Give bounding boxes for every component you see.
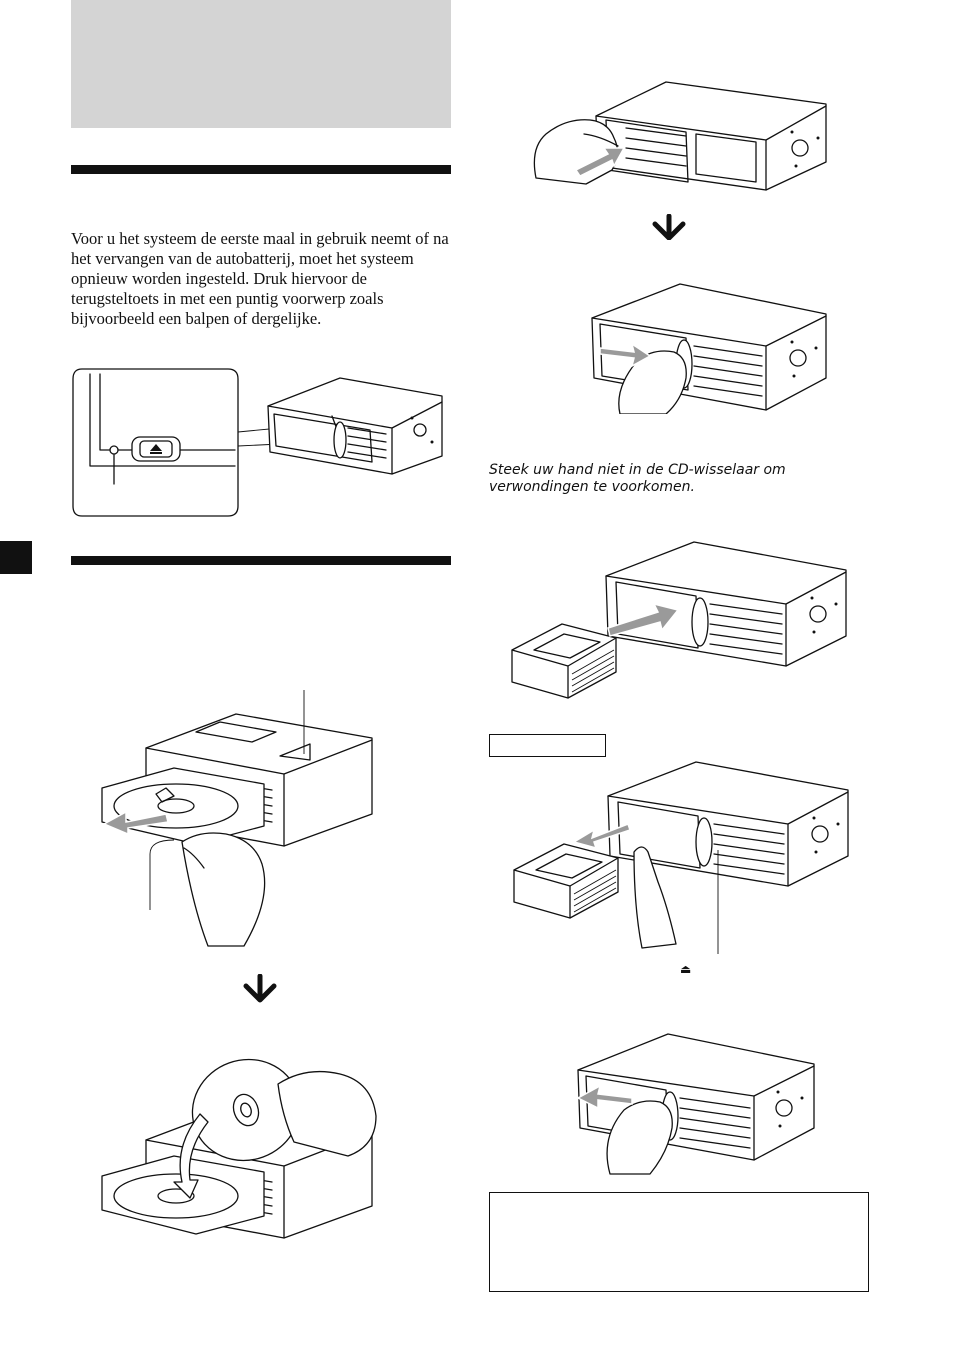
open-lid-illustration: [533, 81, 827, 191]
remove-magazine-label-box: [489, 734, 606, 757]
section-rule-reset: [71, 165, 451, 174]
close-lid-illustration: [576, 1033, 815, 1175]
down-arrow-icon: [652, 214, 686, 240]
down-arrow-icon: [243, 974, 277, 1003]
insert-magazine-illustration: [511, 541, 847, 699]
reset-instructions-text: Voor u het systeem de eerste maal in geb…: [71, 229, 449, 328]
caution-text: Steek uw hand niet in de CD-wisselaar om…: [489, 462, 786, 495]
place-disc-illustration: [101, 1058, 377, 1239]
section-rule-magazine: [71, 556, 451, 565]
header-shaded-block: [71, 0, 451, 128]
pull-disc-tray-illustration: [101, 690, 373, 947]
eject-icon: ⏏: [680, 962, 692, 976]
page-side-tab: [0, 541, 32, 574]
note-box: [489, 1192, 869, 1292]
eject-magazine-illustration: [513, 761, 849, 954]
slide-lid-illustration: [591, 283, 827, 414]
reset-button-illustration: [72, 368, 443, 517]
